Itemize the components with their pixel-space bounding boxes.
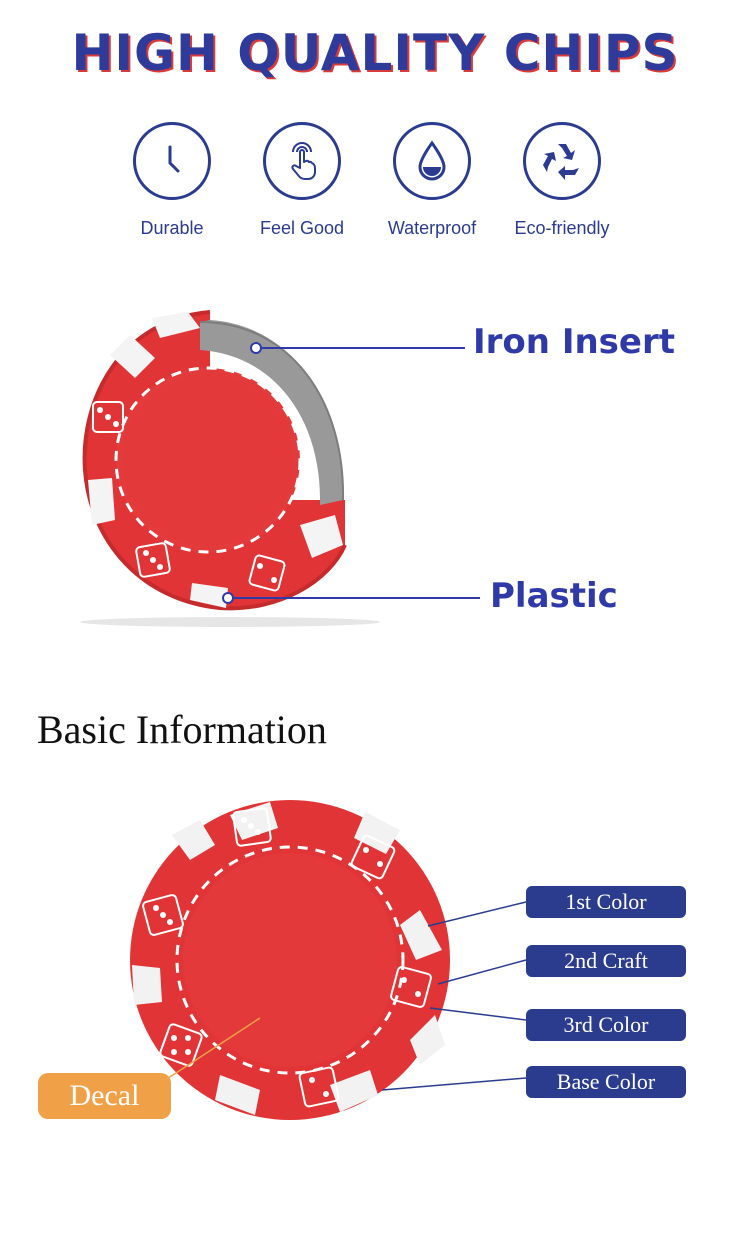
label-2nd-craft: 2nd Craft (526, 945, 686, 977)
iron-insert-label: Iron Insert (473, 322, 675, 362)
label-1st-color: 1st Color (526, 886, 686, 918)
label-base-color: Base Color (526, 1066, 686, 1098)
feature-durable: Durable (102, 122, 242, 239)
chip-front-illustration (130, 800, 450, 1120)
page-title: HIGH QUALITY CHIPS (71, 24, 679, 82)
basic-information-title: Basic Information (37, 707, 327, 752)
feature-eco-friendly: Eco-friendly (492, 122, 632, 239)
label-connectors (381, 901, 527, 1091)
feature-label: Waterproof (387, 218, 477, 238)
plastic-label: Plastic (490, 576, 618, 616)
label-decal: Decal (38, 1073, 171, 1119)
label-3rd-color: 3rd Color (526, 1009, 686, 1041)
feature-label: Eco-friendly (514, 218, 610, 238)
feature-label: Feel Good (259, 218, 345, 238)
touch-hand-icon (263, 122, 341, 200)
chip-cutaway-illustration (80, 310, 480, 627)
feature-label: Durable (140, 218, 204, 238)
water-drop-icon (393, 122, 471, 200)
feature-waterproof: Waterproof (362, 122, 502, 239)
recycle-icon (523, 122, 601, 200)
feature-feel-good: Feel Good (232, 122, 372, 239)
clock-icon (133, 122, 211, 200)
